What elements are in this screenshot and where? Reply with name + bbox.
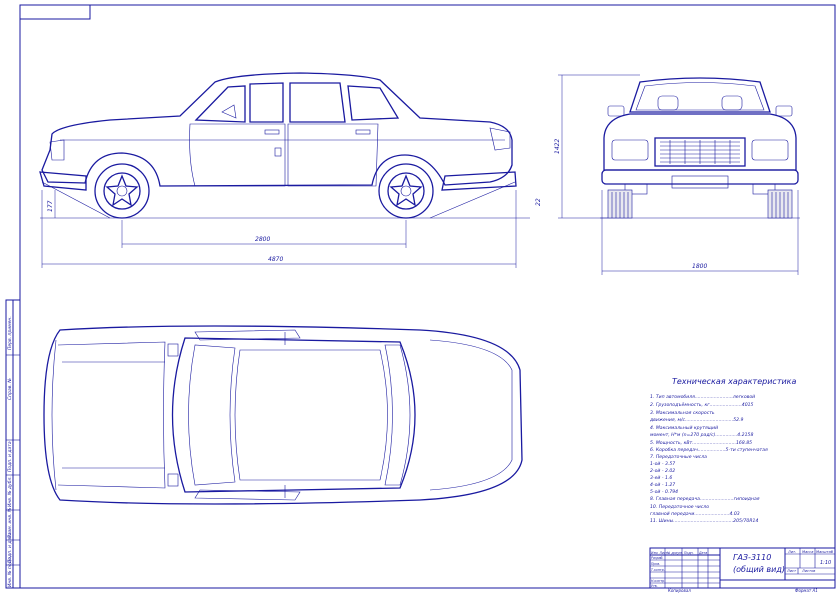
technical-specs: Техническая характеристика 1. Тип автомо… (649, 377, 797, 524)
spec-line: 3-ей - 1.6 (650, 475, 672, 481)
front-view: 1422 1800 (554, 74, 800, 275)
spec-line: 1. Тип автомобиля.......................… (650, 394, 755, 400)
utv: Утв. (651, 584, 658, 588)
spec-line: 11. Шины................................… (650, 518, 758, 524)
specs-heading: Техническая характеристика (672, 377, 797, 386)
title-subname: (общий вид) (733, 565, 785, 574)
razrab: Разраб. (651, 556, 664, 560)
side-view: 2800 4870 177 22 (39, 72, 542, 268)
corner-box (19, 4, 91, 20)
spec-line: 6. Коробка передач...................5-т… (650, 447, 768, 453)
sheet-frame (19, 4, 836, 589)
length-label: 4870 (268, 256, 283, 263)
stamp-inv-dubl: Инв. № дубл. (7, 476, 13, 507)
row-date: Дата (698, 551, 707, 555)
col-lit: Лит. (787, 550, 796, 554)
nkontr: Н.контр. (651, 579, 665, 583)
stamp-podp2: Подп. и дата (7, 532, 13, 563)
prov: Пров. (651, 562, 660, 566)
spec-line: 4. Максимальный крутящий (650, 425, 718, 431)
scale-value: 1:10 (820, 560, 831, 566)
row-ndok: № докум. (666, 551, 683, 555)
height-label: 1422 (554, 139, 561, 154)
angle-label: 22 (535, 198, 542, 206)
top-view (43, 325, 523, 505)
width-label: 1800 (692, 263, 707, 270)
spec-line: движения, м/с...........................… (649, 417, 744, 423)
sheet-label: Лист (786, 569, 797, 573)
stamp-sprav: Справ. № (7, 378, 13, 400)
col-mass: Масса (802, 550, 813, 554)
spec-line: 5. Мощность, кВт........................… (650, 440, 752, 446)
spec-line: 7. Передаточные числа (650, 454, 707, 460)
spec-line: 1-ой - 3.57 (650, 461, 675, 467)
clearance-label: 177 (47, 200, 54, 212)
spec-line: 2-ой - 2.02 (650, 468, 675, 474)
row-podp: Подп. (684, 551, 694, 555)
spec-line: 8. Главная передача.....................… (650, 496, 760, 502)
tkontr: Т.контр. (651, 568, 665, 572)
side-stamp: Перв. примен. Справ. № Подп. и дата Инв.… (5, 299, 21, 589)
title-name: ГАЗ-3110 (733, 553, 771, 562)
title-block: ГАЗ-3110 (общий вид) Лит. Масса Масштаб … (649, 547, 836, 589)
spec-line: главной передачи........................… (650, 511, 740, 517)
row-izm: Изм. Лист (651, 551, 668, 555)
spec-line: 4-ой - 1.27 (650, 482, 675, 488)
footer-format: Формат А1 (795, 588, 818, 593)
footer-copied: Копировал (668, 588, 691, 593)
col-scale: Масштаб (816, 550, 834, 554)
stamp-vzam: Взам. инв. № (7, 507, 13, 538)
spec-line: 3. Максимальная скорость (650, 410, 715, 416)
stamp-perv: Перв. примен. (7, 316, 13, 350)
spec-line: момент, Н*м (n=270 рад/с)...............… (650, 432, 753, 438)
wheelbase-label: 2800 (255, 236, 270, 243)
spec-line: 10. Передаточное число (650, 504, 709, 510)
spec-line: 2. Грузоподъёмность, кг.................… (650, 402, 754, 408)
grille (660, 140, 740, 164)
stamp-inv-podl: Инв. № подл. (7, 556, 13, 587)
spec-line: 5-ой - 0.794 (650, 489, 678, 495)
stamp-podp1: Подп. и дата (7, 441, 13, 472)
sheets-label: Листов (801, 569, 815, 573)
